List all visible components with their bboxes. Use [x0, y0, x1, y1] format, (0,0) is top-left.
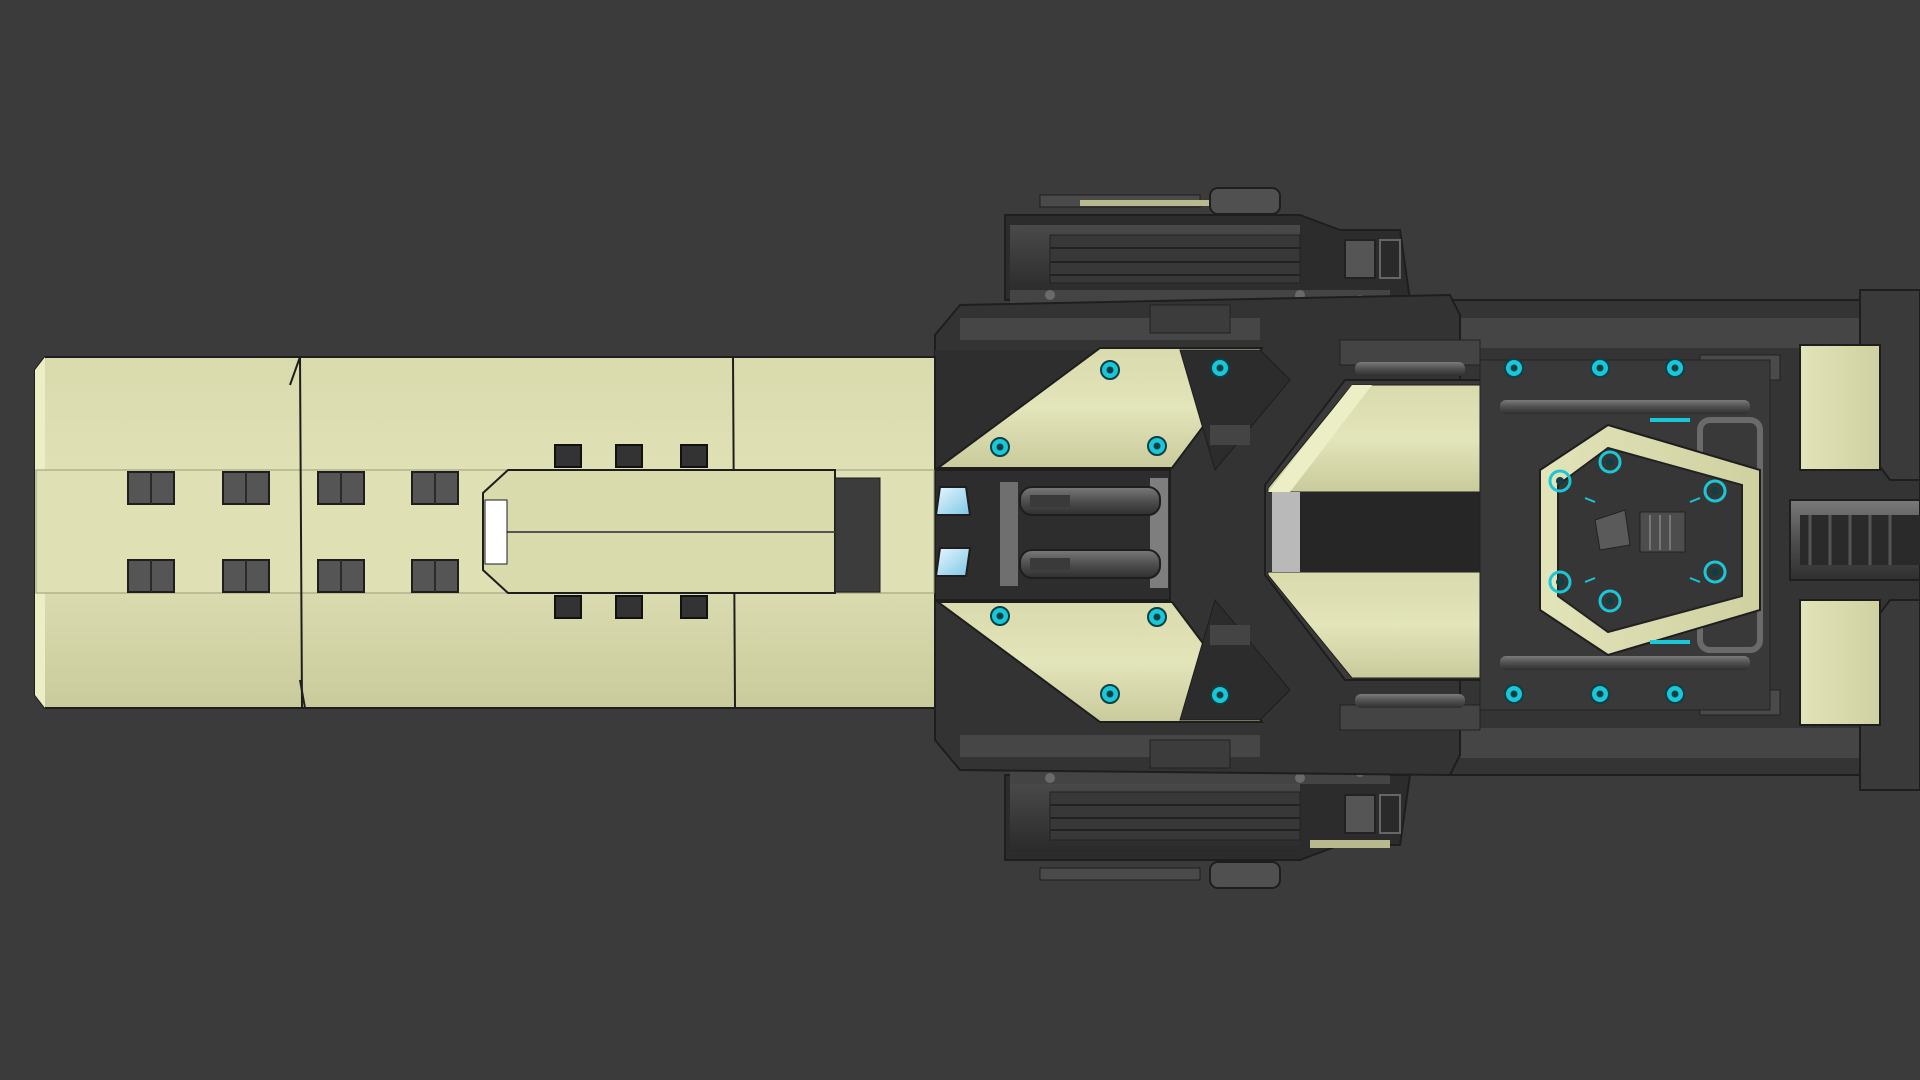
center-armor-plate-icon — [1264, 379, 1536, 681]
muzzle-tip-icon — [484, 499, 508, 565]
barrel-small-vents — [554, 444, 708, 619]
front-armor-plate-icon — [934, 347, 1291, 723]
cockpit-window-icon — [934, 486, 972, 577]
hexagon-core-icon — [1479, 359, 1771, 711]
lower-thruster-pod-icon — [1004, 767, 1412, 889]
upper-thruster-pod-icon — [1004, 187, 1412, 305]
hexagon-ring-lights — [1548, 450, 1727, 613]
barrel-icon — [34, 356, 936, 709]
